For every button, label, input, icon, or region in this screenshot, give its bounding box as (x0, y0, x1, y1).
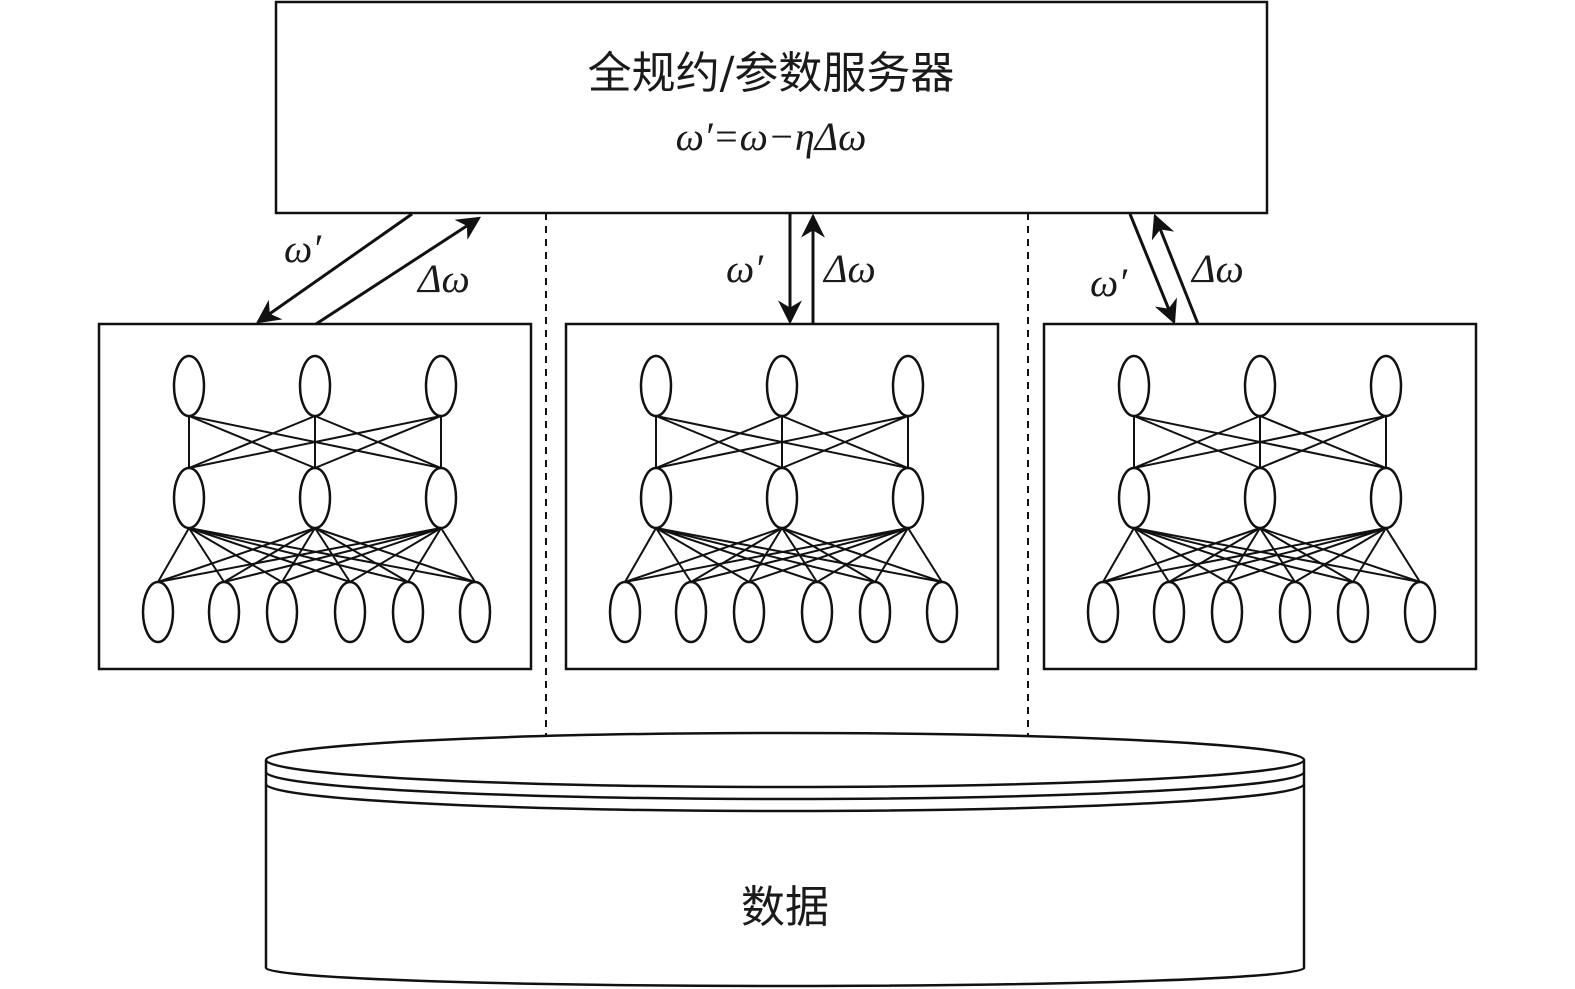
neuron-node (458, 580, 492, 644)
data-store-cylinder (264, 731, 1306, 988)
network-edge (349, 527, 442, 583)
neuron-node (1278, 580, 1312, 644)
network-edge (690, 527, 909, 583)
neuron-node (858, 580, 892, 644)
neuron-node (141, 580, 175, 644)
network-edge (1168, 527, 1261, 583)
network-edge (624, 527, 909, 583)
neuron-node (1336, 580, 1370, 644)
network-worker-3 (1086, 354, 1437, 644)
neural-networks (141, 354, 1437, 644)
neuron-node (1403, 580, 1437, 644)
network-worker-2 (608, 354, 959, 644)
neuron-node (1117, 354, 1151, 418)
up-label-worker-2: Δω (822, 246, 876, 291)
network-edge (781, 415, 909, 469)
neuron-node (172, 354, 206, 418)
network-edge (188, 415, 316, 469)
neuron-node (172, 466, 206, 530)
network-edge (655, 415, 783, 469)
network-edge (655, 527, 692, 583)
network-edge (1385, 527, 1421, 583)
neuron-node (639, 466, 673, 530)
neuron-node (333, 580, 367, 644)
neuron-node (891, 466, 925, 530)
network-edge (816, 527, 909, 583)
network-edge (1102, 527, 1261, 583)
network-edge (1102, 527, 1387, 583)
neuron-node (1210, 580, 1244, 644)
neuron-node (1243, 466, 1277, 530)
arrow-up-worker-1 (315, 216, 482, 326)
network-edge (188, 527, 225, 583)
neuron-node (1243, 354, 1277, 418)
network-edge (188, 415, 442, 469)
neuron-node (608, 580, 642, 644)
network-edge (157, 527, 316, 583)
neuron-node (391, 580, 425, 644)
network-edge (440, 527, 476, 583)
neuron-node (765, 354, 799, 418)
arrow-down-worker-3 (1128, 213, 1177, 325)
neuron-node (298, 466, 332, 530)
network-edge (157, 527, 442, 583)
network-edge (1102, 527, 1135, 583)
server-box (274, 0, 1269, 215)
server-title: 全规约/参数服务器 (588, 48, 955, 99)
network-worker-1 (141, 354, 492, 644)
network-edge (1133, 415, 1261, 469)
network-edge (624, 527, 657, 583)
network-edge (874, 527, 909, 583)
server-formula: ω′=ω−ηΔω (676, 114, 867, 159)
down-label-worker-3: ω′ (1090, 260, 1128, 305)
network-edge (1352, 527, 1387, 583)
arrow-up-worker-3 (1151, 213, 1200, 325)
neuron-node (1117, 466, 1151, 530)
neuron-node (1369, 466, 1403, 530)
neuron-node (1369, 354, 1403, 418)
network-edge (907, 527, 943, 583)
arrow-down-worker-1 (256, 212, 413, 324)
network-edge (1133, 527, 1170, 583)
network-edge (624, 527, 783, 583)
network-edge (1226, 527, 1387, 583)
network-edge (748, 527, 909, 583)
data-store-label: 数据 (741, 882, 829, 933)
network-edge (1168, 527, 1387, 583)
neuron-node (925, 580, 959, 644)
down-label-worker-1: ω′ (284, 226, 322, 271)
network-edge (690, 527, 783, 583)
neuron-node (800, 580, 834, 644)
down-label-worker-2: ω′ (726, 246, 764, 291)
network-edge (1294, 527, 1387, 583)
network-edge (1259, 415, 1387, 469)
neuron-node (732, 580, 766, 644)
neuron-node (424, 466, 458, 530)
neuron-node (674, 580, 708, 644)
neuron-node (891, 354, 925, 418)
neuron-node (265, 580, 299, 644)
network-edge (655, 415, 909, 469)
network-edge (223, 527, 442, 583)
neuron-node (639, 354, 673, 418)
network-edge (281, 527, 442, 583)
network-edge (157, 527, 190, 583)
neuron-node (207, 580, 241, 644)
network-edge (407, 527, 442, 583)
neuron-node (424, 354, 458, 418)
neuron-node (298, 354, 332, 418)
neuron-node (1152, 580, 1186, 644)
network-edge (223, 527, 316, 583)
neuron-node (765, 466, 799, 530)
network-edge (314, 415, 442, 469)
up-label-worker-3: Δω (1190, 246, 1244, 291)
neuron-node (1086, 580, 1120, 644)
up-label-worker-1: Δω (416, 256, 470, 301)
network-edge (1133, 415, 1387, 469)
